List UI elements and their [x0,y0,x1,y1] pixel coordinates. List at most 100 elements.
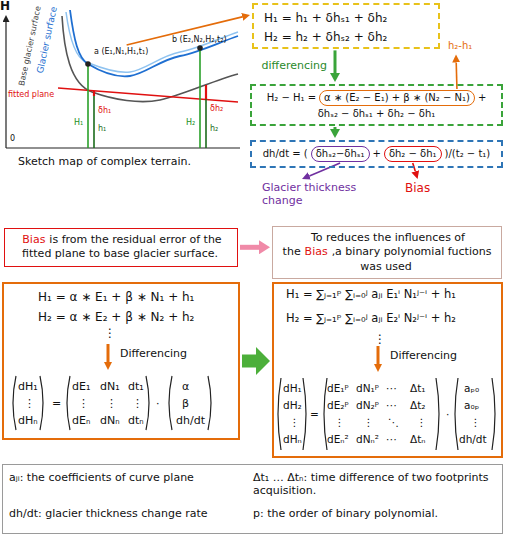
node-text: ⋮ [24,397,35,410]
height-label: H₂ [186,118,195,127]
glacier-surface-line [70,10,238,76]
height-label: h₂ [210,124,218,133]
highlight-box: δh₂ − δh₁ [384,146,442,162]
node-text: dNₙ [100,414,120,427]
axis-line [5,22,6,148]
node-text: dt₁ [128,380,144,393]
callout-label: Glacier thickness change [262,182,374,207]
node-text: ⋮ [104,326,116,340]
height-line [87,66,89,148]
bracket [436,378,439,450]
height-line [205,99,207,148]
node-text: α [182,380,189,393]
axis-label: H [0,0,10,14]
node-text: dHₙ [283,433,302,446]
node-text: + [373,148,381,160]
node-text: ⋮ [334,416,345,429]
bracket [324,378,327,450]
axis-line [6,147,240,148]
inner-arrow [107,344,110,362]
node-text: ⋮ [374,332,386,346]
equation-box: H₂ − H₁ =+δhₛ₂ − δhₛ₁ + δh₂ − δh₁α ∗ (E₂… [250,84,503,126]
node-text: ⋮ [132,397,143,410]
height-label: h₁ [98,124,106,133]
node-text: + [478,92,486,104]
node-text: Δt₁ [410,382,426,395]
equation-box: dh/dt = (+)/(t₂ − t₁)δhₛ₂−δhₛ₁δh₂ − δh₁ [250,140,503,168]
flow-arrow [240,245,259,250]
node-text: ⋯ [386,399,397,412]
node-text: dN₁ [100,380,120,393]
node-text: Bias [22,233,45,246]
node-text: p: the order of binary polynomial. [253,507,497,520]
surface-label: fitted plane [8,90,54,99]
node-text: H₁ = ∑ⱼ₌₁ᵖ ∑ᵢ₌₀ʲ aⱼᵢ E₁ⁱ N₁ʲ⁻ⁱ + h₁ [286,288,456,302]
node-text: dtₙ [128,414,144,427]
node-text: ⋯ [386,433,397,446]
node-text: δh₂ − δh₁ [389,148,437,160]
bracket [169,376,172,430]
method-box: H₁ = α ∗ E₁ + β ∗ N₁ + h₁H₂ = α ∗ E₂ + β… [2,282,240,440]
height-line [93,91,95,148]
inner-arrow [377,346,380,364]
node-text: dH₁ [18,380,38,393]
node-text: dHₙ [18,414,38,427]
bracket [40,376,43,430]
node-text: α ∗ (E₂ − E₁) + β ∗ (N₂ − N₁) [324,92,470,104]
bracket [67,376,70,430]
bracket [303,378,306,450]
node-text: dE₂ᵖ [327,399,349,412]
flow-arrow [334,127,337,129]
node-text: · [446,408,449,421]
highlight-box: δhₛ₂−δhₛ₁ [311,146,370,162]
node-text: dEₙ [72,414,90,427]
node-text: dh/dt = ( [263,148,308,160]
node-text: ⋮ [363,416,374,429]
node-text: β [182,397,189,410]
node-text: ⋮ [416,416,427,429]
node-text: dEₙ² [327,433,349,446]
footprint-point [85,61,91,67]
bracket [208,376,211,430]
method-box: H₁ = ∑ⱼ₌₁ᵖ ∑ᵢ₌₀ʲ aⱼᵢ E₁ⁱ N₁ʲ⁻ⁱ + h₁H₂ = … [272,282,503,458]
node-text: Δt₂ [410,399,426,412]
height-line [199,50,201,148]
node-text: dh/dt [176,414,205,427]
node-text: is from the residual error of the fitted… [22,233,222,260]
node-text: dE₁ᵖ [327,382,349,395]
node-text: dh/dt [459,433,487,446]
callout-label: Bias [405,182,430,196]
node-text: dN₁ᵖ [356,382,379,395]
node-text: ⋮ [470,416,481,429]
node-text: = [310,408,319,421]
matrix-brackets [274,284,501,456]
node-text: aⱼᵢ: the coefficients of curve plane [9,471,245,484]
node-text: H₂ = h₂ + δhₛ₂ + δh₂ [264,30,387,44]
node-text: dh/dt: glacier thickness change rate [9,507,245,520]
node-text: δhₛ₂ − δhₛ₁ + δh₂ − δh₁ [318,108,436,120]
highlight-box: α ∗ (E₂ − E₁) + β ∗ (N₂ − N₁) [319,90,475,106]
leader-line [127,17,243,45]
point-label: a (E₁,N₁,H₁,t₁) [94,47,148,56]
node-text: = [52,397,61,410]
node-text: H₁ = h₁ + δhₛ₁ + δh₂ [264,11,387,25]
flow-arrow [242,355,256,368]
bracket [278,378,281,450]
origin-label: 0 [10,134,15,143]
node-text: Bias [305,245,328,258]
equation-box: H₁ = h₁ + δhₛ₁ + δh₂ H₂ = h₂ + δhₛ₂ + δh₂ [252,3,440,49]
node-text: dH₂ [283,399,302,412]
node-text: aₚ₀ [464,382,479,395]
residual-tick [205,85,207,99]
glacier-surface-line [66,12,238,72]
bracket [492,378,495,450]
bracket [146,376,149,430]
node-text: ⋮ [106,397,117,410]
leader-line [309,163,340,176]
definition-box: aⱼᵢ: the coefficients of curve planeΔt₁ … [2,464,503,534]
node-text: ⋮ [289,416,300,429]
node-text: ,a binary polynomial fuctions was used [332,245,492,272]
fitted-plane-line [58,88,238,102]
